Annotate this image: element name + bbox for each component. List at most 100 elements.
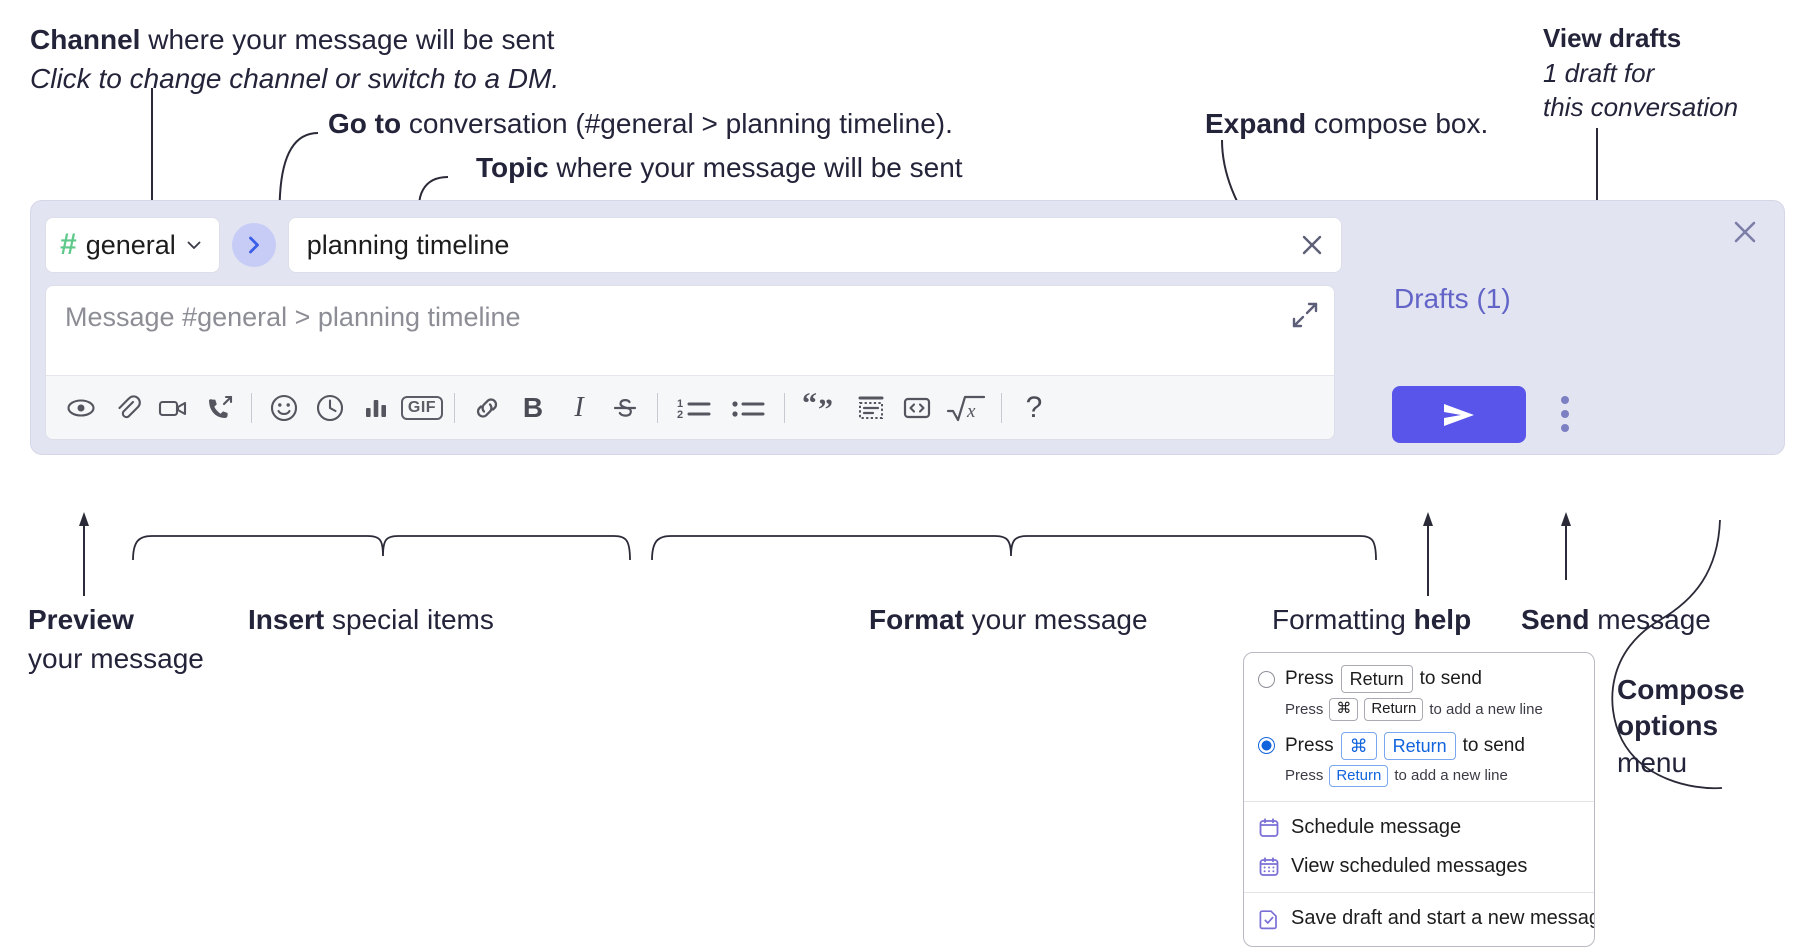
annotation-expand-bold: Expand [1205, 108, 1307, 139]
video-icon[interactable] [150, 385, 196, 431]
annotation-compose-options-line3: menu [1617, 746, 1688, 778]
annotation-goto-bold: Go to [328, 108, 402, 139]
bulleted-list-icon[interactable] [721, 385, 775, 431]
kebab-dot [1561, 410, 1569, 418]
radio-selected-icon[interactable] [1258, 737, 1275, 755]
annotation-insert-rest: special items [324, 604, 494, 635]
poll-icon[interactable] [353, 385, 399, 431]
code-icon[interactable] [894, 385, 940, 431]
option-2-post: to send [1462, 734, 1525, 756]
option-2-key-cmd: ⌘ [1340, 731, 1377, 760]
strikethrough-icon[interactable] [602, 385, 648, 431]
clock-icon[interactable] [307, 385, 353, 431]
send-button[interactable] [1392, 386, 1526, 443]
toolbar-separator [251, 392, 252, 423]
menu-item-save-draft[interactable]: Save draft and start a new message [1244, 899, 1594, 938]
code-block-icon[interactable] [848, 385, 894, 431]
hash-icon: # [60, 228, 77, 261]
svg-text:1: 1 [677, 398, 683, 410]
option-return-to-send[interactable]: Press Return to send [1258, 665, 1580, 694]
send-shortcut-options: Press Return to send Press ⌘ Return to a… [1244, 653, 1594, 801]
annotation-format-rest: your message [963, 604, 1148, 635]
option-1-pre: Press [1285, 668, 1334, 690]
toolbar-separator [1001, 392, 1002, 423]
svg-text:2: 2 [677, 409, 683, 421]
gif-icon[interactable]: GIF [399, 385, 445, 431]
attachment-icon[interactable] [104, 385, 150, 431]
annotation-goto-rest: conversation (#general > planning timeli… [401, 108, 953, 139]
audio-call-icon[interactable] [196, 385, 242, 431]
option-cmd-return-to-send[interactable]: Press ⌘ Return to send [1258, 731, 1580, 760]
drafts-link[interactable]: Drafts (1) [1394, 283, 1511, 314]
annotation-send-bold: Send [1521, 604, 1590, 635]
channel-name: general [85, 229, 176, 260]
help-icon[interactable]: ? [1025, 390, 1043, 424]
annotation-compose-options-line2: options [1617, 710, 1719, 742]
menu-item-label: View scheduled messages [1291, 855, 1528, 878]
toolbar-separator [657, 392, 658, 423]
option-1-sub-post: to add a new line [1429, 700, 1543, 718]
annotation-topic-bold: Topic [476, 152, 549, 183]
draft-group: Save draft and start a new message [1244, 893, 1594, 946]
channel-selector[interactable]: # general [45, 217, 220, 273]
toolbar-separator [784, 392, 785, 423]
annotation-expand: Expand compose box. [1205, 106, 1488, 141]
annotation-view-drafts-line2: 1 draft for [1543, 57, 1655, 88]
expand-compose-icon[interactable] [1290, 300, 1320, 330]
menu-divider [1244, 892, 1594, 894]
option-1-post: to send [1419, 668, 1482, 690]
toolbar-separator [454, 392, 455, 423]
topic-field[interactable] [287, 217, 1342, 273]
option-2-sub-key-return: Return [1329, 764, 1389, 788]
option-2-sub-post: to add a new line [1394, 767, 1508, 785]
send-icon [1444, 403, 1474, 426]
message-input-box[interactable]: Message #general > planning timeline [45, 285, 1335, 440]
italic-icon[interactable]: I [574, 391, 584, 423]
panel-close-icon[interactable] [1728, 215, 1762, 249]
radio-unselected-icon[interactable] [1258, 670, 1275, 688]
annotation-formatting-help-bold: help [1413, 604, 1472, 635]
chevron-down-icon [187, 241, 201, 249]
link-icon[interactable] [464, 385, 510, 431]
compose-options-menu: Press Return to send Press ⌘ Return to a… [1243, 652, 1595, 947]
annotation-preview-bold: Preview [28, 604, 134, 635]
annotation-channel-sub: Click to change channel or switch to a D… [30, 63, 560, 94]
annotation-format-bold: Format [869, 604, 964, 635]
annotation-preview-line2: your message [28, 643, 204, 674]
annotation-formatting-help: Formatting help [1272, 602, 1471, 637]
annotation-compose-options-line1: Compose [1617, 674, 1745, 705]
calendar-grid-icon [1259, 856, 1279, 876]
kebab-dot [1561, 396, 1569, 404]
topic-clear-icon[interactable] [1297, 230, 1327, 260]
compose-options-button[interactable] [1547, 393, 1583, 435]
calendar-icon [1259, 817, 1279, 837]
option-2-key-return: Return [1383, 731, 1456, 760]
annotation-insert-bold: Insert [248, 604, 325, 635]
preview-icon[interactable] [58, 385, 104, 431]
annotation-channel-bold: Channel [30, 24, 141, 55]
option-1-sub-pre: Press [1285, 700, 1324, 718]
menu-item-view-scheduled-messages[interactable]: View scheduled messages [1244, 847, 1594, 886]
annotation-goto: Go to conversation (#general > planning … [328, 106, 953, 141]
annotation-insert: Insert special items [248, 602, 494, 637]
bold-icon[interactable]: B [522, 391, 544, 423]
menu-item-label: Save draft and start a new message [1291, 907, 1595, 930]
goto-conversation-button[interactable] [231, 223, 276, 267]
option-1-sub-key-cmd: ⌘ [1329, 698, 1359, 721]
annotation-formatting-help-pre: Formatting [1272, 604, 1414, 635]
svg-text:x: x [966, 401, 976, 422]
annotation-channel: Channel where your message will be sent … [30, 22, 559, 96]
blockquote-icon[interactable]: “” [794, 385, 848, 431]
emoji-icon[interactable] [261, 385, 307, 431]
compose-header-row: # general [45, 217, 1342, 273]
message-placeholder: Message #general > planning timeline [65, 302, 521, 332]
latex-icon[interactable]: x [940, 385, 992, 431]
chevron-right-icon [248, 236, 259, 254]
menu-item-schedule-message[interactable]: Schedule message [1244, 808, 1594, 847]
save-draft-icon [1259, 909, 1277, 929]
topic-input[interactable] [304, 228, 1325, 262]
annotation-view-drafts-bold: View drafts [1543, 23, 1682, 53]
annotation-topic: Topic where your message will be sent [476, 150, 963, 185]
